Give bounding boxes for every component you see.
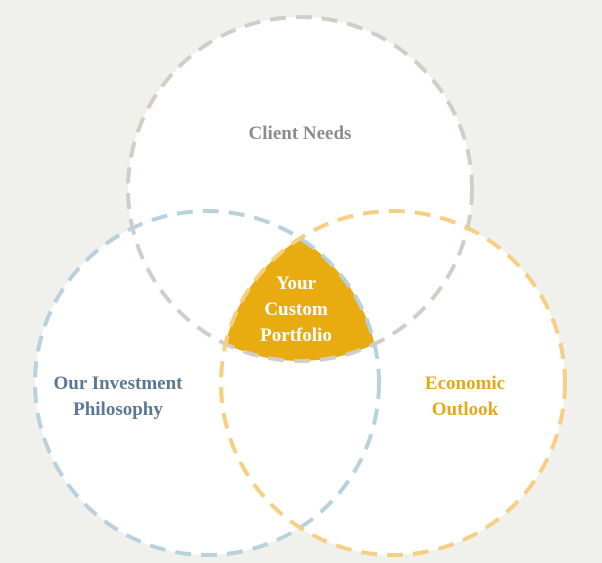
- label-line: Outlook: [431, 399, 499, 420]
- investment-philosophy-label: Our Investment Philosophy: [28, 371, 208, 423]
- economic-outlook-circle: [219, 209, 567, 557]
- client-needs-circle: [126, 15, 474, 363]
- economic-outlook-label: Economic Outlook: [385, 371, 545, 423]
- investment-philosophy-circle: [33, 209, 381, 557]
- client-needs-label: Client Needs: [248, 123, 352, 144]
- label-line: Economic: [424, 373, 506, 394]
- label-line: Portfolio: [260, 325, 332, 346]
- label-line: Our Investment: [53, 373, 183, 394]
- label-line: Philosophy: [73, 399, 163, 420]
- label-line: Your: [275, 273, 317, 294]
- custom-portfolio-label: Your Custom Portfolio: [236, 271, 356, 349]
- label-line: Custom: [264, 299, 328, 320]
